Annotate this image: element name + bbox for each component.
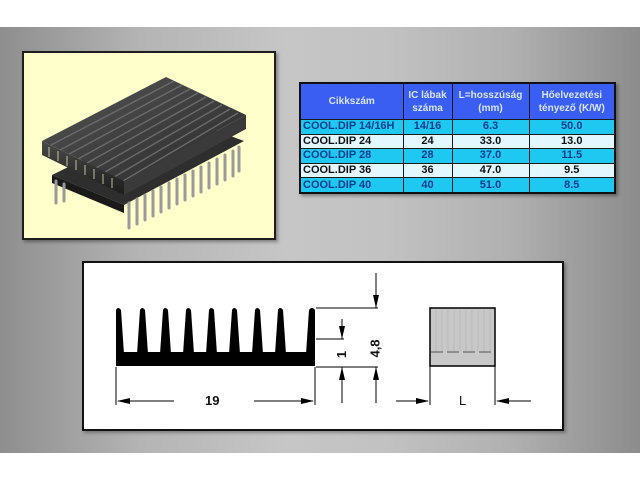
cell-pins: 40	[402, 177, 453, 194]
table-row: COOL.DIP 24 24 33.0 13.0	[299, 133, 616, 150]
table-row: COOL.DIP 40 40 51.0 8.5	[299, 177, 616, 194]
table-row: COOL.DIP 36 36 47.0 9.5	[299, 162, 616, 179]
cell-part: COOL.DIP 24	[299, 133, 404, 150]
cell-part: COOL.DIP 28	[299, 148, 404, 164]
cell-thermal: 9.5	[528, 162, 616, 179]
cell-length: 47.0	[451, 162, 530, 179]
cell-thermal: 11.5	[528, 148, 616, 164]
header-ic-pins: IC lábak száma	[402, 82, 453, 120]
width-dimension-label: 19	[205, 393, 220, 408]
cell-length: 6.3	[451, 119, 530, 135]
header-length: L=hosszúság (mm)	[451, 82, 530, 120]
cell-thermal: 13.0	[528, 133, 616, 150]
cell-pins: 36	[402, 162, 453, 179]
cell-pins: 14/16	[402, 119, 453, 135]
product-spec-table: Cikkszám IC lábak száma L=hosszúság (mm)…	[299, 82, 616, 194]
cell-part: COOL.DIP 36	[299, 162, 404, 179]
cell-length: 51.0	[451, 177, 530, 194]
heatsink-profile-drawing	[115, 273, 531, 405]
table-row: COOL.DIP 28 28 37.0 11.5	[299, 148, 616, 164]
base-thickness-label: 1	[334, 350, 350, 359]
cell-pins: 28	[402, 148, 453, 164]
cell-thermal: 50.0	[528, 119, 616, 135]
cell-length: 33.0	[451, 133, 530, 150]
cell-pins: 24	[402, 133, 453, 150]
header-part-number: Cikkszám	[299, 82, 404, 120]
cell-length: 37.0	[451, 148, 530, 164]
header-thermal-resistance: Hőelvezetési tényező (K/W)	[528, 82, 616, 120]
table-row: COOL.DIP 14/16H 14/16 6.3 50.0	[299, 119, 616, 135]
technical-drawing: 19 1 4,8 L	[82, 261, 564, 431]
table-header-row: Cikkszám IC lábak száma L=hosszúság (mm)…	[299, 82, 616, 120]
cell-thermal: 8.5	[528, 177, 616, 194]
heatsink-photo-illustration	[42, 77, 246, 230]
height-dimension-label: 4,8	[367, 339, 383, 358]
cell-part: COOL.DIP 14/16H	[299, 119, 404, 135]
product-photo	[22, 51, 276, 240]
length-dimension-label: L	[459, 393, 467, 408]
cell-part: COOL.DIP 40	[299, 177, 404, 194]
